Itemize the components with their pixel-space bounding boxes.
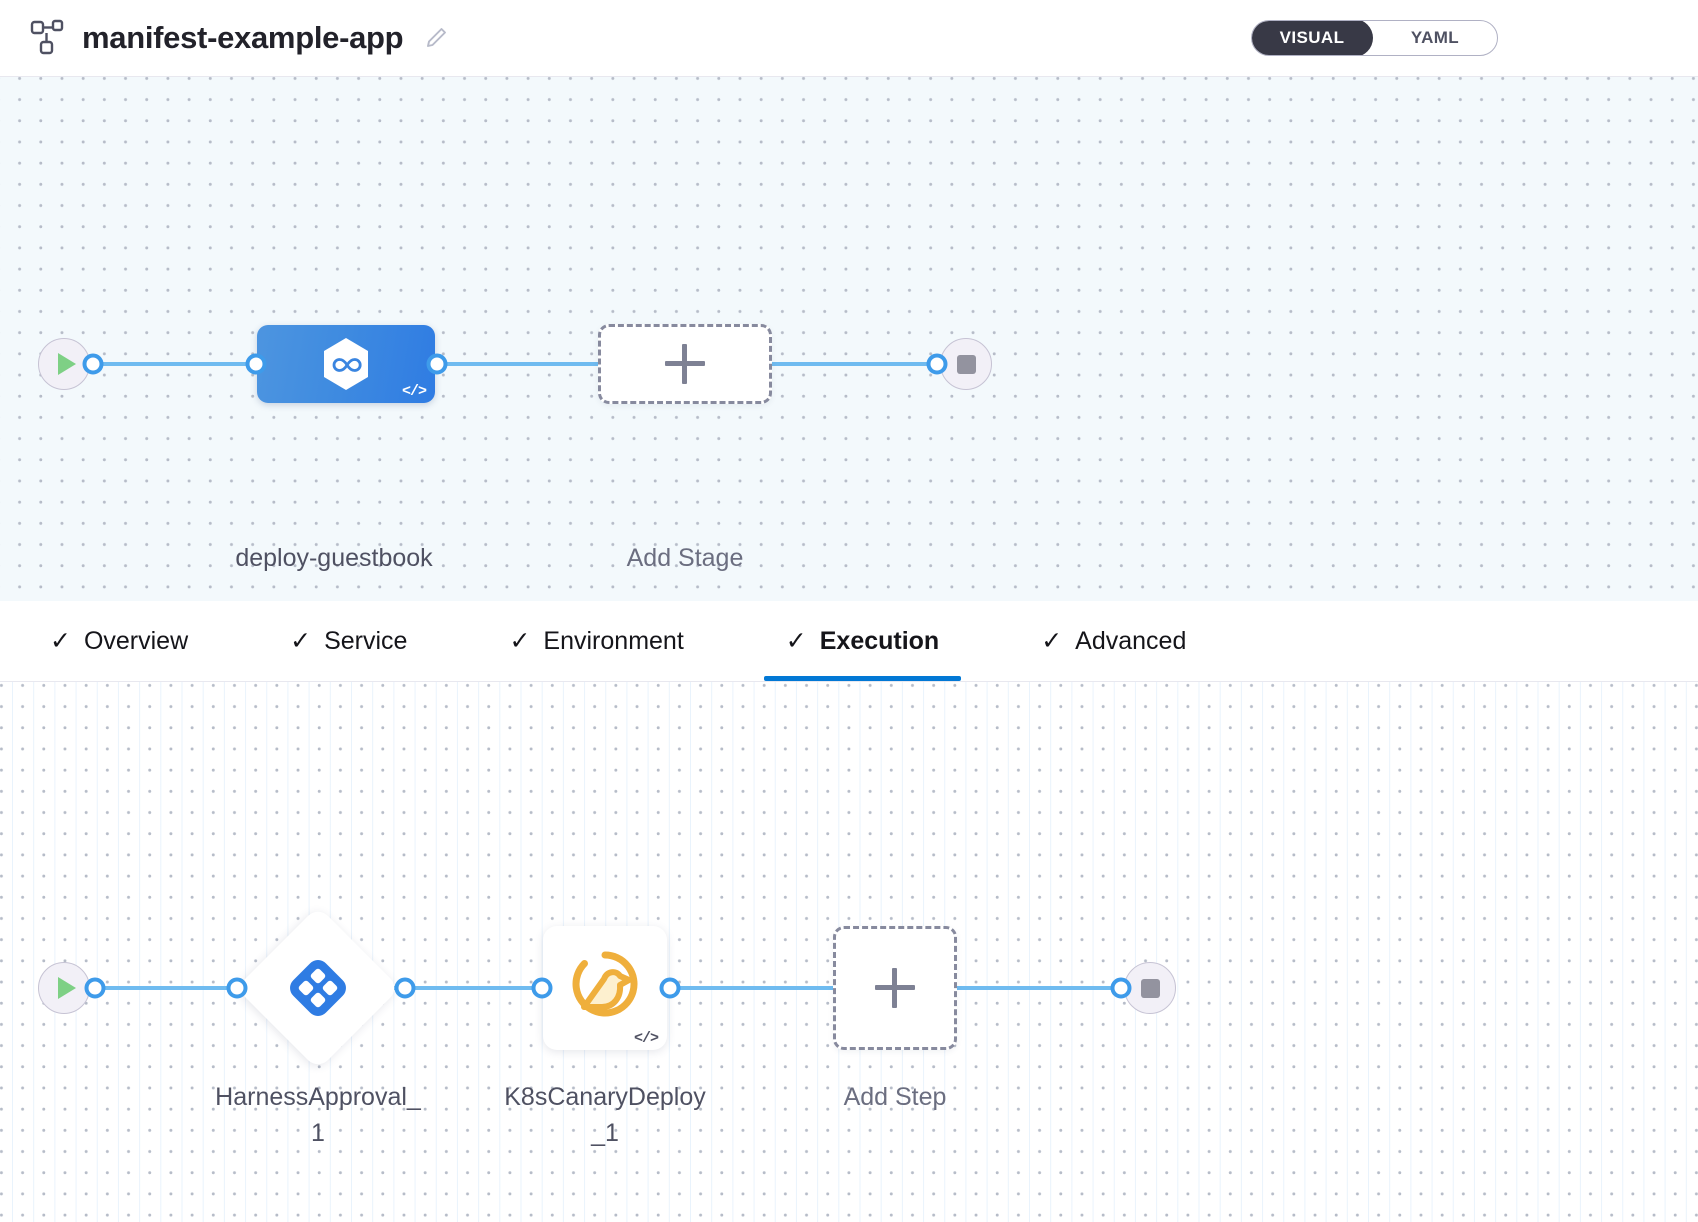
stage-end-port bbox=[926, 353, 948, 375]
execution-end-node[interactable] bbox=[1124, 962, 1176, 1014]
mode-option-visual[interactable]: VISUAL bbox=[1252, 21, 1373, 55]
plus-icon bbox=[665, 344, 705, 384]
check-icon: ✓ bbox=[50, 626, 71, 655]
tab-service[interactable]: ✓ Service bbox=[268, 601, 429, 681]
tab-overview-label: Overview bbox=[83, 626, 189, 655]
stage-start-node[interactable] bbox=[38, 338, 90, 390]
header-left-group: manifest-example-app bbox=[0, 18, 449, 58]
play-icon bbox=[58, 353, 76, 375]
plus-icon bbox=[875, 968, 915, 1008]
add-stage-label: Add Stage bbox=[626, 544, 744, 572]
yaml-code-badge: </> bbox=[401, 383, 427, 400]
approval-step-in-port bbox=[226, 977, 248, 999]
step-label-k8s-canary-deploy: K8sCanaryDeploy_1 bbox=[504, 1083, 706, 1147]
stage-node-out-port bbox=[426, 353, 448, 375]
mode-option-yaml[interactable]: YAML bbox=[1410, 28, 1460, 47]
tab-environment[interactable]: ✓ Environment bbox=[487, 601, 705, 681]
stage-config-tabbar: ✓ Overview ✓ Service ✓ Environment ✓ Exe… bbox=[0, 601, 1698, 682]
check-icon: ✓ bbox=[785, 626, 807, 655]
execution-end-port bbox=[1110, 977, 1132, 999]
approval-step-out-port bbox=[394, 977, 416, 999]
step-label-harness-approval: HarnessApproval_1 bbox=[215, 1083, 421, 1147]
canary-bird-icon bbox=[568, 947, 642, 1021]
stage-node-deploy-guestbook[interactable]: </> bbox=[257, 325, 435, 403]
step-node-harness-approval[interactable] bbox=[235, 905, 401, 1071]
pipeline-nodes-icon bbox=[28, 18, 68, 58]
stage-start-port bbox=[82, 353, 104, 375]
harness-approval-icon bbox=[286, 956, 350, 1020]
check-icon: ✓ bbox=[290, 626, 312, 655]
yaml-code-badge: </> bbox=[633, 1030, 659, 1047]
tab-advanced-label: Advanced bbox=[1075, 626, 1187, 655]
add-stage-button[interactable] bbox=[598, 324, 772, 404]
tab-service-label: Service bbox=[324, 626, 408, 655]
header-right-group: VISUAL YAML bbox=[1251, 20, 1698, 56]
stage-node-label: deploy-guestbook bbox=[235, 544, 433, 572]
k8s-step-out-port bbox=[659, 977, 681, 999]
execution-start-node[interactable] bbox=[38, 962, 90, 1014]
tab-execution[interactable]: ✓ Execution bbox=[763, 601, 962, 681]
execution-start-port bbox=[84, 977, 106, 999]
pencil-edit-icon[interactable] bbox=[423, 25, 449, 51]
stop-icon bbox=[956, 354, 976, 374]
tab-environment-label: Environment bbox=[543, 626, 684, 655]
check-icon: ✓ bbox=[1041, 626, 1063, 655]
stage-end-node[interactable] bbox=[940, 338, 992, 390]
k8s-step-in-port bbox=[531, 977, 553, 999]
play-icon bbox=[58, 977, 76, 999]
step-node-k8s-canary-deploy[interactable]: </> bbox=[543, 926, 667, 1050]
stage-edge-line bbox=[62, 362, 967, 366]
tab-execution-label: Execution bbox=[819, 626, 940, 655]
tab-overview[interactable]: ✓ Overview bbox=[28, 601, 210, 681]
add-step-button[interactable] bbox=[833, 926, 957, 1050]
execution-graph-canvas[interactable]: HarnessApproval_1 </> K8sCanaryDeploy_1 … bbox=[0, 682, 1698, 1222]
add-step-label: Add Step bbox=[843, 1083, 947, 1111]
check-icon: ✓ bbox=[509, 626, 531, 655]
stop-icon bbox=[1140, 978, 1160, 998]
view-mode-toggle[interactable]: VISUAL YAML bbox=[1251, 20, 1498, 56]
stage-node-in-port bbox=[245, 353, 267, 375]
page-title: manifest-example-app bbox=[82, 20, 404, 55]
stage-graph-canvas[interactable]: </> deploy-guestbook Add Stage bbox=[0, 77, 1698, 601]
app-header: manifest-example-app VISUAL YAML bbox=[0, 0, 1698, 77]
tab-advanced[interactable]: ✓ Advanced bbox=[1019, 601, 1208, 681]
hexagon-infinity-icon bbox=[317, 335, 375, 393]
